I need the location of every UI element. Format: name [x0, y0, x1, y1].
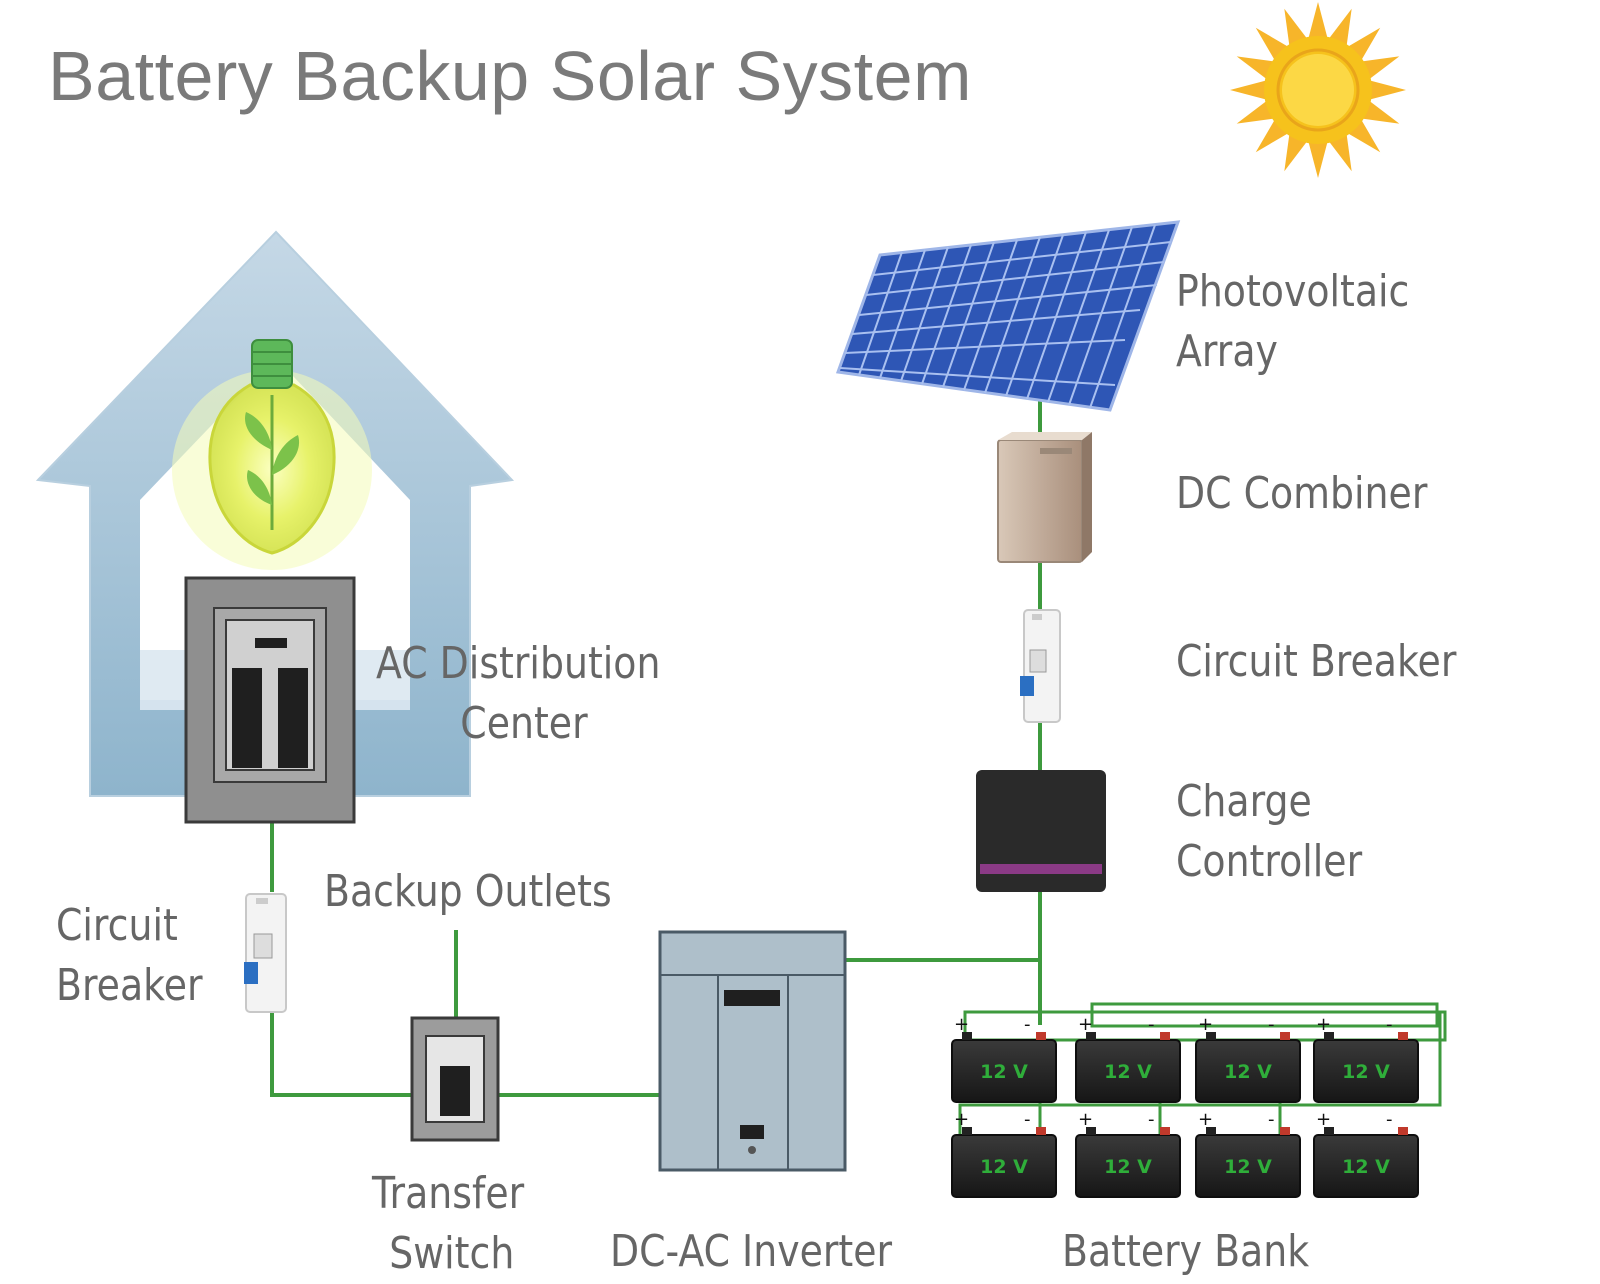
- battery-icon: + - 12 V: [1313, 1014, 1419, 1103]
- label-photovoltaic-array: Photovoltaic Array: [1176, 262, 1409, 382]
- label-transfer-line2: Switch: [389, 1228, 515, 1279]
- battery-voltage-label: 12 V: [1224, 1061, 1272, 1083]
- label-circuit-breaker-right: Circuit Breaker: [1176, 636, 1457, 687]
- transfer-switch-icon: [410, 1016, 500, 1142]
- battery-interconnect-2: [1090, 1002, 1439, 1028]
- sun-icon: [1230, 2, 1406, 178]
- battery-voltage-label: 12 V: [1342, 1061, 1390, 1083]
- battery-voltage-label: 12 V: [1104, 1061, 1152, 1083]
- battery-terminal-negative: -: [1386, 1014, 1393, 1035]
- solar-panel-icon: [835, 220, 1181, 412]
- battery-icon: + - 12 V: [1313, 1109, 1419, 1198]
- wire-breaker-to-transfer: [270, 1012, 412, 1097]
- label-ac-line1: AC Distribution: [376, 638, 661, 689]
- light-bulb-icon: [172, 339, 372, 570]
- label-battery-bank: Battery Bank: [1062, 1226, 1310, 1277]
- battery-terminal-negative: -: [1148, 1014, 1155, 1035]
- battery-terminal-negative: -: [1024, 1109, 1031, 1130]
- battery-terminal-negative: -: [1268, 1014, 1275, 1035]
- battery-voltage-label: 12 V: [1104, 1156, 1152, 1178]
- battery-voltage-label: 12 V: [1224, 1156, 1272, 1178]
- label-ac-distribution-center: AC Distribution Center: [376, 634, 660, 754]
- circuit-breaker-left-icon: [244, 893, 287, 1013]
- label-circuit-breaker-left-line1: Circuit: [56, 900, 178, 951]
- battery-icon: + - 12 V: [951, 1109, 1057, 1198]
- battery-icon: + - 12 V: [1195, 1014, 1301, 1103]
- battery-terminal-positive: +: [1078, 1109, 1093, 1130]
- charge-controller-icon: [976, 770, 1106, 892]
- battery-terminal-positive: +: [1316, 1109, 1331, 1130]
- battery-terminal-positive: +: [954, 1014, 969, 1035]
- battery-bank: + - 12 V + - 12 V + - 12 V + - 12 V + - 12 V + - 12 V + - 12…: [951, 1014, 1419, 1198]
- label-backup-outlets: Backup Outlets: [324, 866, 612, 917]
- battery-voltage-label: 12 V: [1342, 1156, 1390, 1178]
- label-circuit-breaker-left-line2: Breaker: [56, 960, 203, 1011]
- label-charge-line1: Charge: [1176, 776, 1312, 827]
- label-photovoltaic-line2: Array: [1176, 326, 1278, 377]
- battery-terminal-positive: +: [954, 1109, 969, 1130]
- label-circuit-breaker-left: Circuit Breaker: [56, 896, 203, 1016]
- battery-terminal-positive: +: [1316, 1014, 1331, 1035]
- battery-terminal-positive: +: [1078, 1014, 1093, 1035]
- battery-terminal-negative: -: [1148, 1109, 1155, 1130]
- battery-voltage-label: 12 V: [980, 1061, 1028, 1083]
- ac-distribution-panel-icon: [184, 576, 356, 824]
- battery-icon: + - 12 V: [1075, 1014, 1181, 1103]
- dc-ac-inverter-icon: [658, 930, 847, 1172]
- label-charge-line2: Controller: [1176, 836, 1363, 887]
- label-photovoltaic-line1: Photovoltaic: [1176, 266, 1410, 317]
- label-transfer-switch: Transfer Switch: [372, 1164, 524, 1284]
- battery-icon: + - 12 V: [1195, 1109, 1301, 1198]
- circuit-breaker-icon: [1020, 609, 1061, 723]
- label-dc-combiner: DC Combiner: [1176, 468, 1428, 519]
- battery-icon: + - 12 V: [1075, 1109, 1181, 1198]
- battery-terminal-positive: +: [1198, 1109, 1213, 1130]
- battery-voltage-label: 12 V: [980, 1156, 1028, 1178]
- battery-icon: + - 12 V: [951, 1014, 1057, 1103]
- label-dc-ac-inverter: DC-AC Inverter: [610, 1226, 893, 1277]
- battery-terminal-negative: -: [1386, 1109, 1393, 1130]
- page-title: Battery Backup Solar System: [48, 37, 972, 115]
- dc-combiner-icon: [997, 432, 1092, 563]
- battery-interconnect-3: [958, 1012, 1442, 1135]
- label-transfer-line1: Transfer: [372, 1168, 525, 1219]
- battery-terminal-negative: -: [1024, 1014, 1031, 1035]
- battery-terminal-positive: +: [1198, 1014, 1213, 1035]
- label-charge-controller: Charge Controller: [1176, 772, 1362, 892]
- battery-terminal-negative: -: [1268, 1109, 1275, 1130]
- label-ac-line2: Center: [460, 698, 588, 749]
